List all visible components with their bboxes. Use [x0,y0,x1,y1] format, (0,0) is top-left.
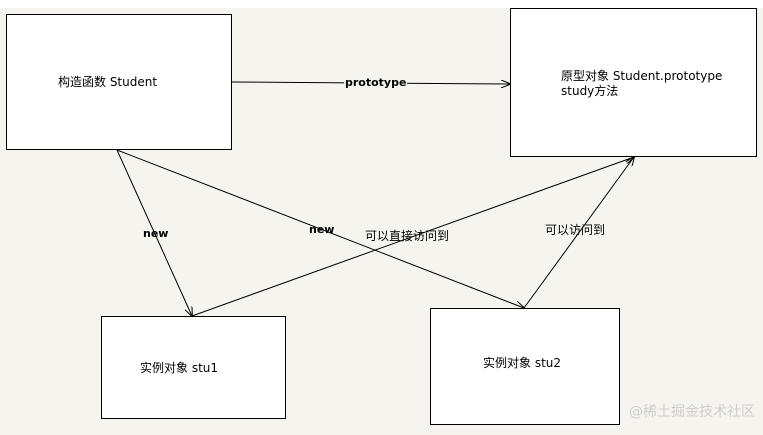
new-edge-label-cross: new [309,223,335,236]
new-arrow-stu1 [116,149,192,316]
prototype-box: 原型对象 Student.prototype study方法 [510,8,757,157]
prototype-method-label: study方法 [561,84,619,98]
stu1-box: 实例对象 stu1 [101,316,286,419]
access-arrow-stu2 [523,157,634,309]
prototype-edge-label: prototype [344,76,408,89]
watermark: @稀土掘金技术社区 [629,404,755,420]
constructor-box: 构造函数 Student [6,14,232,150]
access-label: 可以访问到 [545,223,606,237]
prototype-label: 原型对象 Student.prototype [561,69,723,83]
top-band [0,0,763,8]
constructor-label: 构造函数 Student [58,75,158,89]
new-edge-label-left: new [143,227,169,240]
new-arrow-stu2 [116,149,524,308]
stu2-label: 实例对象 stu2 [483,356,562,370]
access-arrow-stu1 [191,157,634,317]
stu1-label: 实例对象 stu1 [140,361,219,375]
direct-access-label: 可以直接访问到 [365,229,450,243]
